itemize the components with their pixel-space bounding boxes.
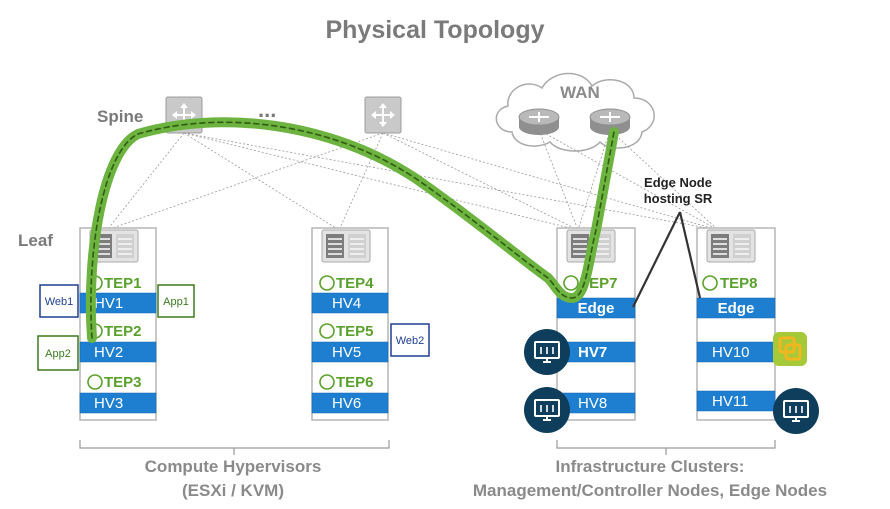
tep-icon (87, 374, 103, 390)
compute-footer-line2: (ESXi / KVM) (182, 481, 284, 500)
rack-2: TEP4 HV4 TEP5 HV5 TEP6 HV6 (311, 227, 389, 421)
hypervisor-label: HV11 (712, 393, 748, 410)
spine-switch-icon (364, 96, 402, 134)
fabric-links (106, 129, 719, 231)
tep-label: TEP5 (336, 323, 374, 340)
tep-label: TEP3 (104, 374, 142, 391)
vm-web1: Web1 (39, 284, 79, 318)
management-monitor-icon (772, 387, 820, 435)
hypervisor-label: HV6 (332, 395, 361, 412)
spine-label: Spine (97, 107, 143, 126)
spine-ellipsis: ... (258, 97, 276, 122)
vm-label: App2 (45, 348, 71, 360)
callout-line2: hosting SR (644, 191, 713, 206)
hypervisor-label: HV4 (332, 295, 361, 312)
callout-pointers (632, 211, 702, 308)
tep-icon (319, 275, 335, 291)
footer-brackets (79, 440, 776, 455)
management-monitor-icon (523, 328, 571, 376)
packet-path (85, 117, 619, 343)
tep-label: TEP1 (104, 275, 142, 292)
rack-4: TEP8 Edge HV10 HV11 (696, 227, 776, 421)
vm-label: Web2 (396, 335, 425, 347)
hypervisor-label: HV3 (94, 395, 123, 412)
management-monitor-icon (523, 386, 571, 434)
vsphere-logo-icon (773, 332, 807, 366)
hypervisor-label: HV10 (712, 344, 750, 361)
compute-footer-line1: Compute Hypervisors (145, 457, 322, 476)
hypervisor-label: HV8 (578, 395, 607, 412)
vm-label: Web1 (45, 296, 74, 308)
wan-label: WAN (560, 83, 600, 102)
tep-icon (563, 275, 579, 291)
hypervisor-label: HV2 (94, 344, 123, 361)
leaf-switch-icon (321, 229, 371, 263)
leaf-label: Leaf (18, 231, 53, 250)
edge-node-label: Edge (578, 300, 615, 317)
tep-icon (319, 323, 335, 339)
infra-footer-line1: Infrastructure Clusters: (556, 457, 745, 476)
tep-icon (319, 374, 335, 390)
tep-label: TEP6 (336, 374, 374, 391)
leaf-switch-icon (706, 229, 756, 263)
hypervisor-label: HV7 (578, 344, 607, 361)
vm-app1: App1 (157, 284, 195, 318)
edge-node-label: Edge (718, 300, 755, 317)
tep-label: TEP4 (336, 275, 374, 292)
diagram-title: Physical Topology (325, 16, 544, 44)
vm-web2: Web2 (390, 323, 430, 357)
hypervisor-label: HV5 (332, 344, 361, 361)
hypervisor-label: HV1 (94, 295, 123, 312)
callout-line1: Edge Node (644, 175, 712, 190)
tep-label: TEP8 (720, 275, 758, 292)
infra-footer-line2: Management/Controller Nodes, Edge Nodes (473, 481, 827, 500)
tep-label: TEP2 (104, 323, 142, 340)
vm-label: App1 (163, 296, 189, 308)
tep-icon (702, 275, 718, 291)
vm-app2: App2 (37, 335, 79, 371)
rack-3: TEP7 Edge HV7 HV8 (556, 227, 636, 421)
